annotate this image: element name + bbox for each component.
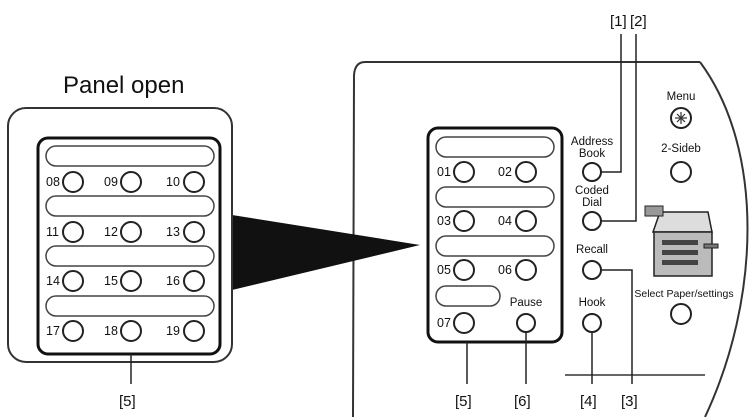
copier-machine-icon: [644, 205, 719, 277]
panel-label-slot: [45, 245, 215, 267]
panel-label-slot: [45, 145, 215, 167]
one-touch-key-05[interactable]: [453, 259, 475, 281]
callout-3: [3]: [621, 393, 638, 410]
coded-dial-button[interactable]: [582, 211, 602, 231]
one-touch-keys: [453, 161, 537, 334]
one-touch-slot: [435, 186, 555, 208]
panel-key-label: 14: [46, 274, 60, 288]
menu-label: Menu: [666, 91, 696, 103]
panel-key-10[interactable]: [183, 171, 205, 193]
two-sided-button[interactable]: [670, 161, 692, 183]
panel-key-label: 18: [104, 324, 118, 338]
panel-key-14[interactable]: [62, 270, 84, 292]
panel-key-12[interactable]: [120, 221, 142, 243]
panel-key-13[interactable]: [183, 221, 205, 243]
pause-label: Pause: [509, 297, 543, 309]
panel-key-19[interactable]: [183, 320, 205, 342]
machine-body-outline: [352, 61, 366, 417]
one-touch-key-02[interactable]: [515, 161, 537, 183]
one-touch-key-label: 03: [437, 214, 451, 228]
panel-key-18[interactable]: [120, 320, 142, 342]
panel-key-label: 13: [166, 225, 180, 239]
address-book-label-line2: Book: [578, 148, 606, 160]
panel-key-label: 09: [104, 175, 118, 189]
panel-key-11[interactable]: [62, 221, 84, 243]
panel-key-label: 16: [166, 274, 180, 288]
one-touch-key-label: 05: [437, 263, 451, 277]
select-paper-button[interactable]: [670, 303, 692, 325]
menu-button[interactable]: [670, 107, 692, 129]
panel-key-label: 17: [46, 324, 60, 338]
pause-button[interactable]: [516, 313, 536, 333]
panel-key-17[interactable]: [62, 320, 84, 342]
panel-key-label: 10: [166, 175, 180, 189]
recall-label: Recall: [576, 244, 608, 256]
one-touch-key-label: 02: [498, 165, 512, 179]
projection-wedge: [232, 215, 420, 290]
panel-open-inner-frame: [36, 136, 222, 356]
one-touch-frame: [426, 126, 564, 344]
callout-4: [4]: [580, 393, 597, 410]
panel-keys: [62, 171, 205, 342]
hook-button[interactable]: [582, 313, 602, 333]
recall-button[interactable]: [582, 260, 602, 280]
one-touch-key-06[interactable]: [515, 259, 537, 281]
one-touch-slot: [435, 136, 555, 158]
callout-1: [1]: [610, 13, 627, 30]
panel-label-slot: [45, 195, 215, 217]
coded-dial-label-line1: Coded: [575, 185, 609, 197]
panel-label-slot: [45, 295, 215, 317]
callout-6: [6]: [514, 393, 531, 410]
select-paper-label: Select Paper/settings: [634, 288, 734, 300]
panel-key-16[interactable]: [183, 270, 205, 292]
panel-key-09[interactable]: [120, 171, 142, 193]
one-touch-key-04[interactable]: [515, 210, 537, 232]
panel-key-label: 08: [46, 175, 60, 189]
one-touch-key-07[interactable]: [453, 312, 475, 334]
one-touch-slot: [435, 235, 555, 257]
one-touch-key-label: 06: [498, 263, 512, 277]
one-touch-key-03[interactable]: [453, 210, 475, 232]
panel-key-15[interactable]: [120, 270, 142, 292]
panel-key-label: 15: [104, 274, 118, 288]
panel-open-title: Panel open: [63, 72, 185, 99]
panel-open-frame: [7, 107, 233, 363]
address-book-button[interactable]: [582, 162, 602, 182]
machine-right-curve: [699, 61, 749, 417]
panel-key-label: 19: [166, 324, 180, 338]
one-touch-key-label: 01: [437, 165, 451, 179]
callout-line-1: [601, 34, 622, 173]
callout-2: [2]: [630, 13, 647, 30]
one-touch-key-label: 04: [498, 214, 512, 228]
callout-line-3: [601, 269, 633, 384]
function-buttons: [516, 161, 692, 333]
one-touch-slot: [435, 285, 501, 307]
panel-key-label: 11: [46, 225, 59, 239]
one-touch-key-label: 07: [437, 316, 451, 330]
address-book-label-line1: Address: [570, 136, 614, 148]
one-touch-key-01[interactable]: [453, 161, 475, 183]
hook-label: Hook: [578, 297, 606, 309]
callout-5-left: [5]: [119, 393, 136, 410]
callout-line-2: [601, 34, 637, 222]
panel-key-08[interactable]: [62, 171, 84, 193]
coded-dial-label-line2: Dial: [582, 197, 602, 209]
two-sided-label: 2-Sideb: [661, 143, 701, 155]
panel-key-label: 12: [104, 225, 118, 239]
callout-5: [5]: [455, 393, 472, 410]
asterisk-icon: [675, 112, 687, 124]
